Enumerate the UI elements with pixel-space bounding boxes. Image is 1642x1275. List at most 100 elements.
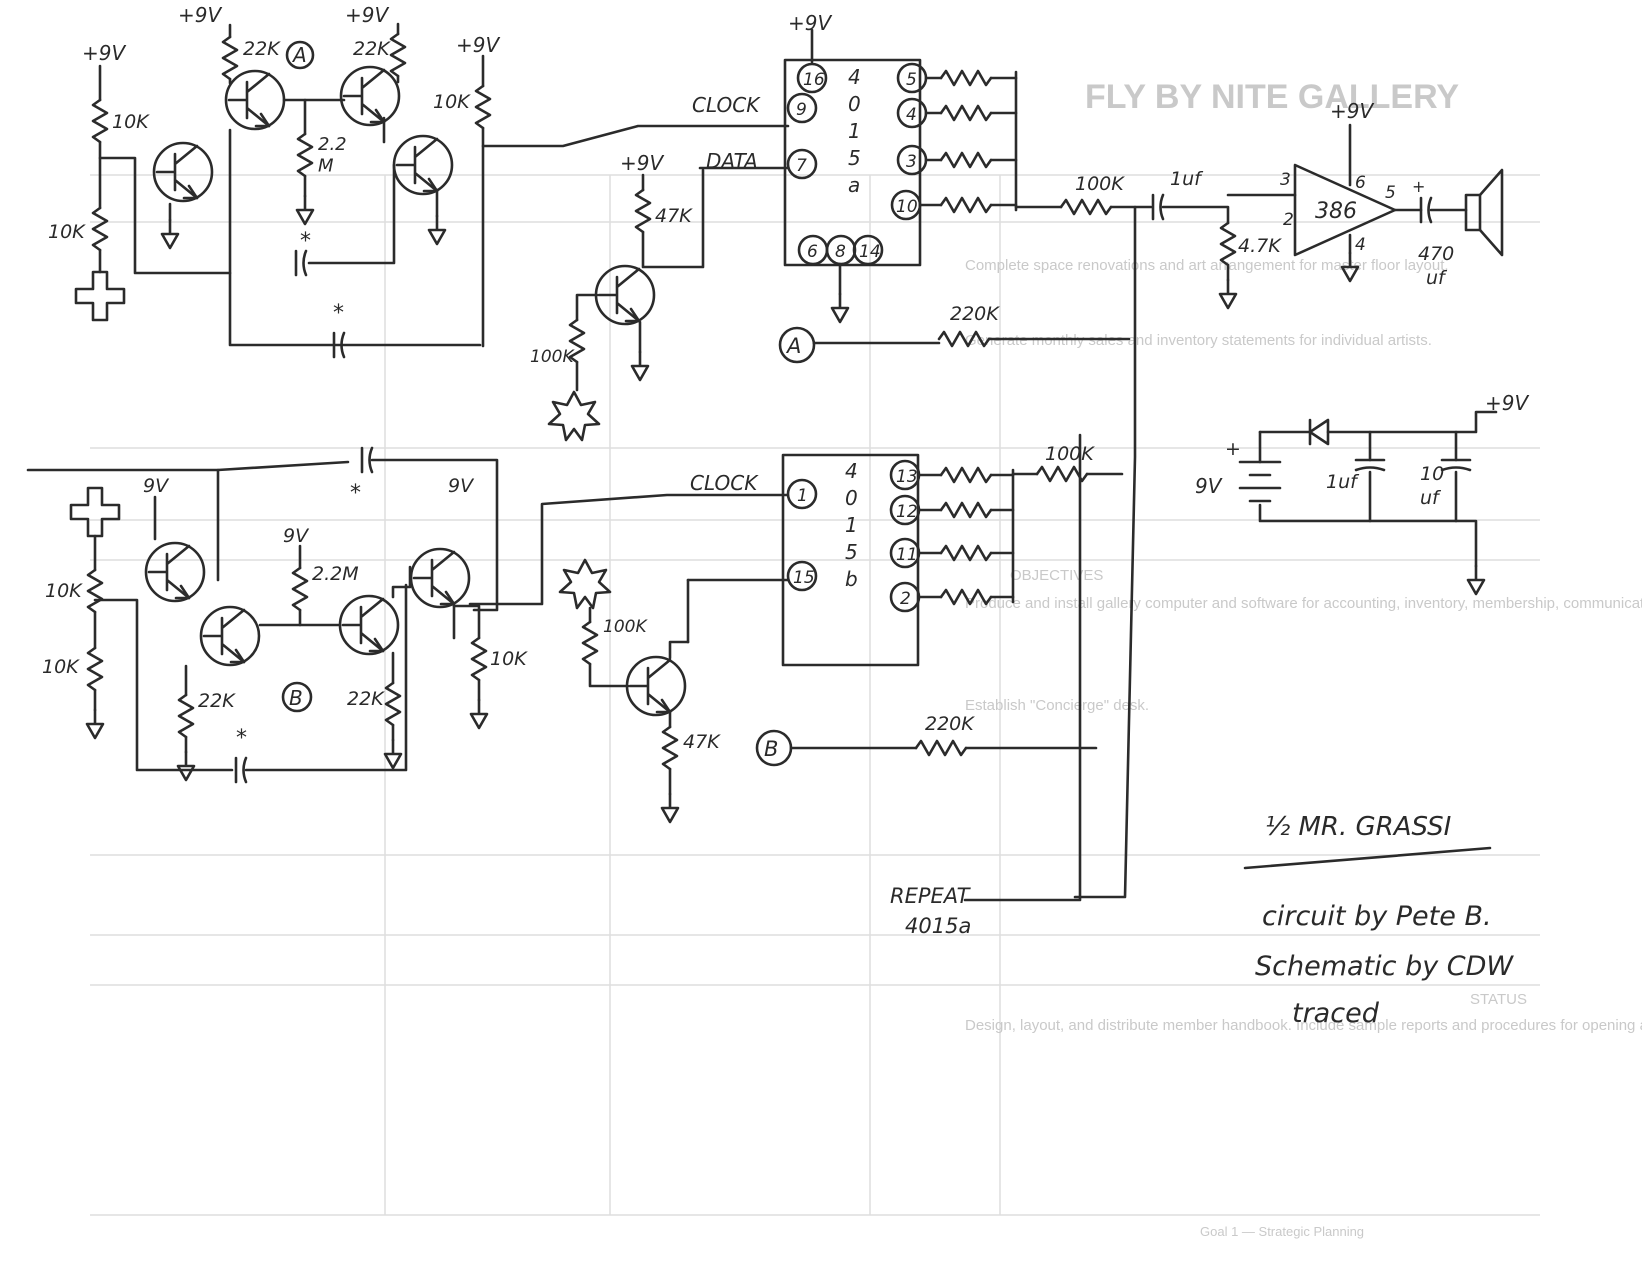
label-plus9v-7: +9V: [1330, 99, 1374, 123]
clock-b-label: CLOCK: [690, 471, 759, 495]
ghost-footer: Goal 1 — Strategic Planning: [1200, 1224, 1364, 1239]
node-b-label: B: [289, 686, 303, 710]
label-22k-3: 22K: [198, 690, 236, 712]
label-10k-6: 10K: [490, 648, 528, 670]
label-plus9v-2: +9V: [178, 3, 222, 27]
pin-b-15: 15: [793, 568, 815, 588]
label-plus9v-1: +9V: [82, 41, 126, 65]
amp-pin-6: 6: [1355, 173, 1366, 193]
label-2-2m: 2.2M: [312, 563, 359, 585]
label-4-7k: 4.7K: [1238, 235, 1282, 257]
credit-line-2: circuit by Pete B.: [1262, 901, 1492, 932]
transistor-q5-icon: [594, 264, 656, 326]
label-plus9v-3: +9V: [345, 3, 389, 27]
transistor-q6-icon: [144, 541, 206, 603]
cap-marker-star-4: *: [236, 726, 247, 751]
pin-a-6: 6: [807, 242, 818, 262]
ghost-title: FLY BY NITE GALLERY: [1085, 78, 1459, 116]
label-47k-b: 47K: [683, 731, 721, 753]
label-220k-a: 220K: [950, 303, 1000, 325]
label-1uf-psu: 1uf: [1326, 471, 1360, 493]
label-9v-b1: 9V: [143, 475, 170, 497]
pin-a-10: 10: [896, 197, 918, 217]
ghost-row-1: Complete space renovations and art arran…: [965, 257, 1449, 274]
node-b-feed: B 220K: [755, 713, 1098, 767]
amp-pin-3: 3: [1280, 170, 1291, 190]
ghost-row-4: Establish "Concierge" desk.: [965, 697, 1149, 714]
pin-a-5: 5: [906, 70, 917, 90]
speaker-icon: [1464, 168, 1504, 257]
ghost-heading-objectives: OBJECTIVES: [1010, 567, 1103, 584]
transistor-q4-icon: [392, 134, 454, 196]
pin-a-3: 3: [906, 152, 917, 172]
label-22k-1: 22K: [243, 38, 281, 60]
pin-a-4: 4: [906, 105, 917, 125]
node-a-label-2: A: [785, 334, 801, 358]
touch-pad-plus-icon: [74, 270, 126, 322]
background-form: FLY BY NITE GALLERY Complete space renov…: [90, 78, 1642, 1239]
transistor-q2-icon: [224, 69, 286, 131]
label-plus9v-6: +9V: [620, 151, 664, 175]
bottom-oscillator: * 10K 10K 9V 22K 9V 2.2M B 22K *: [26, 446, 789, 784]
label-10k-2: 10K: [48, 221, 86, 243]
credit-line-1: ½ MR. GRASSI: [1265, 812, 1451, 842]
label-100k-b: 100K: [1045, 443, 1095, 465]
pin-b-1: 1: [797, 486, 808, 506]
label-9v-b2: 9V: [283, 525, 310, 547]
label-1uf-out: 1uf: [1170, 168, 1204, 190]
label-10k-1: 10K: [112, 111, 150, 133]
pin-a-8: 8: [835, 242, 846, 262]
ghost-heading-status: STATUS: [1470, 991, 1527, 1008]
node-a-label: A: [291, 43, 307, 67]
ghost-row-3: Produce and install gallery computer and…: [965, 595, 1642, 612]
label-100k-a2: 100K: [530, 347, 575, 367]
credits: ½ MR. GRASSI circuit by Pete B. Schemati…: [1243, 812, 1514, 1029]
transistor-q1-icon: [152, 141, 214, 203]
cap-marker-star-1: *: [300, 229, 311, 254]
label-10k-3: 10K: [433, 91, 471, 113]
pin-a-9: 9: [796, 100, 807, 120]
label-100k-a: 100K: [1075, 173, 1125, 195]
transistor-q9-icon: [409, 547, 471, 609]
label-10k-5: 10K: [42, 656, 80, 678]
label-10k-4: 10K: [45, 580, 83, 602]
credit-line-3: Schematic by CDW: [1255, 951, 1514, 982]
touch-pad-star-icon-2: [558, 558, 612, 610]
label-22k-4: 22K: [347, 688, 385, 710]
label-plus9v-5: +9V: [788, 11, 832, 35]
label-9v-b3: 9V: [448, 475, 475, 497]
cap-marker-star-3: *: [350, 481, 361, 506]
touch-pad-star-icon: [547, 390, 601, 442]
clock-a-label: CLOCK: [692, 93, 761, 117]
transistor-q7-icon: [199, 605, 261, 667]
label-100k-b2: 100K: [603, 617, 648, 637]
data-driver-a: +9V 47K 100K: [530, 151, 705, 442]
ghost-row-5: Design, layout, and distribute member ha…: [965, 1017, 1642, 1034]
pin-a-14: 14: [859, 242, 881, 262]
pin-a-16: 16: [803, 70, 825, 90]
data-label: DATA: [706, 149, 758, 173]
transistor-q10-icon: [625, 655, 687, 717]
label-220k-b: 220K: [925, 713, 975, 735]
touch-pad-plus-icon-2: [69, 486, 121, 538]
pin-b-2: 2: [900, 589, 911, 609]
data-driver-b: 100K 47K: [558, 558, 721, 824]
label-plus9v-4: +9V: [456, 33, 500, 57]
pin-b-12: 12: [896, 502, 918, 522]
amp-386-label: 386: [1315, 199, 1357, 224]
pin-a-7: 7: [796, 156, 807, 176]
amp-pin-2: 2: [1283, 210, 1294, 230]
amp-pin-4: 4: [1355, 235, 1366, 255]
transistor-q8-icon: [338, 594, 400, 656]
cap-marker-star-2: *: [333, 301, 344, 326]
